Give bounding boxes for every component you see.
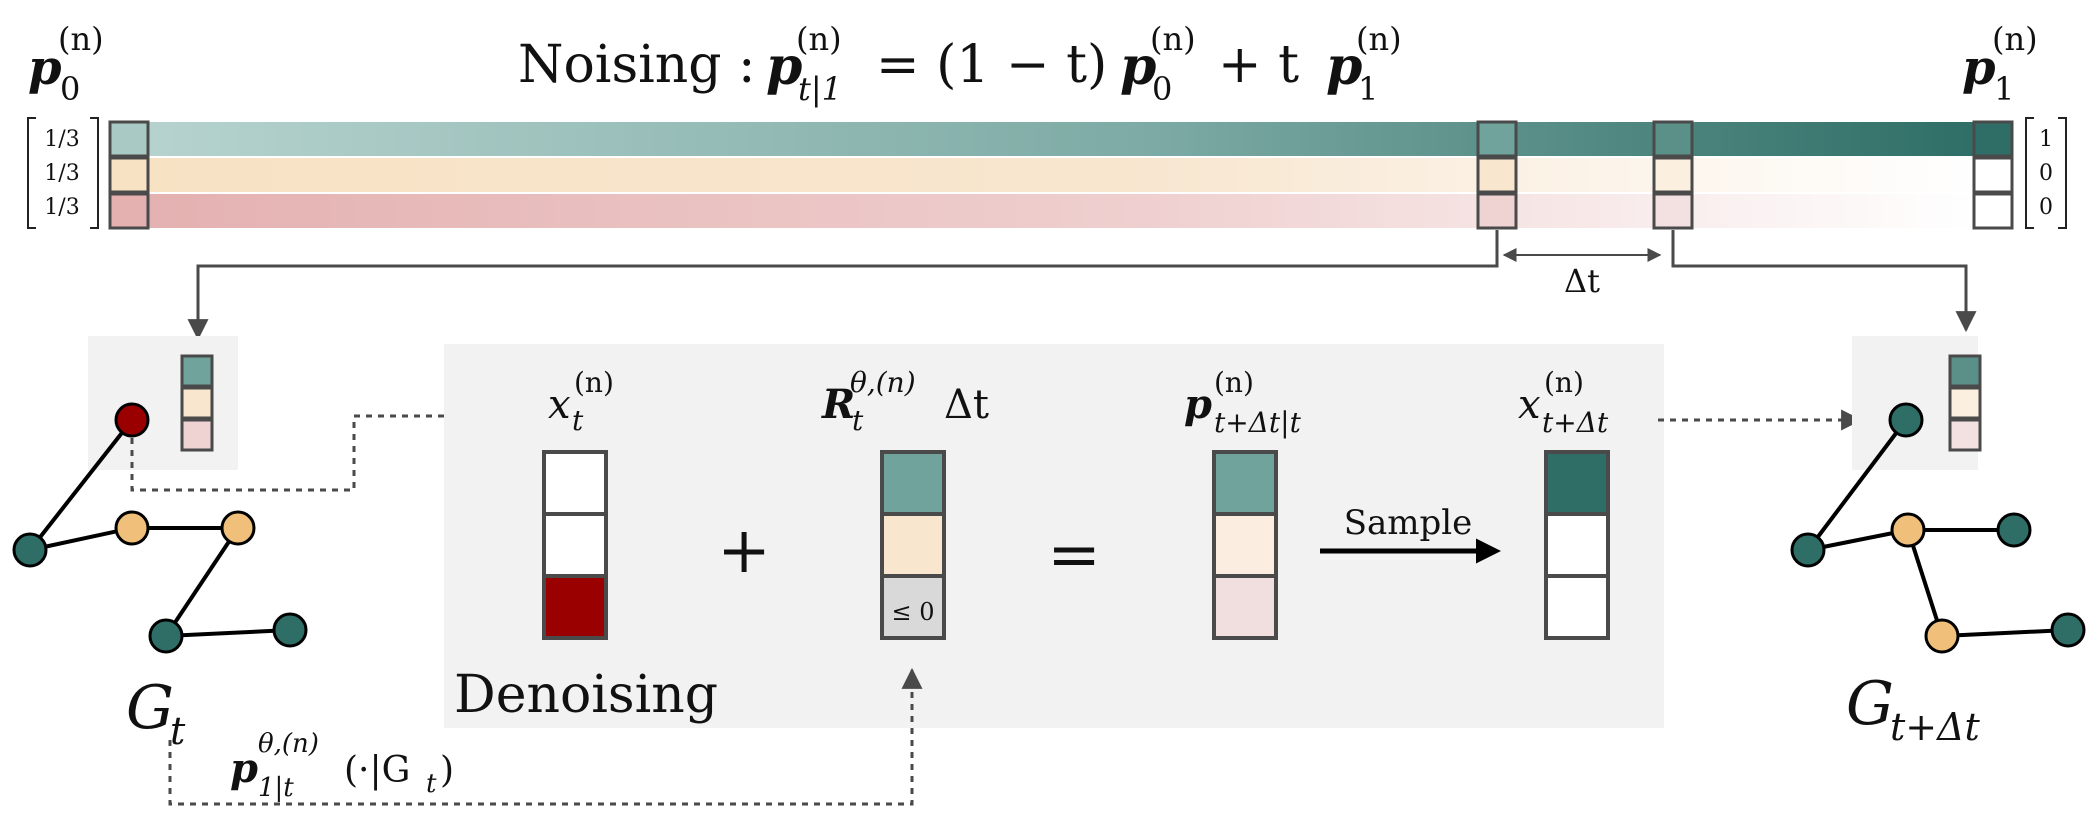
p0-entry-1: 1/3 [44, 127, 79, 152]
eq-lhs-symbol: p [766, 36, 802, 97]
model-pred-sup: θ,(n) [258, 729, 319, 759]
graph-node [1890, 512, 1926, 548]
rate-sub: t [852, 404, 864, 437]
eq-lhs-sup: (n) [796, 20, 842, 58]
eq-p1-symbol: p [1326, 36, 1362, 97]
p0-sub: 0 [60, 70, 80, 108]
sample-arrow: Sample [1320, 503, 1501, 564]
denoising-panel: Denoising x (n) t + R θ,(n) t Δt ≤ 0 = p… [444, 344, 1664, 728]
xt-sub: t [572, 404, 584, 437]
eq-p0-symbol: p [1120, 36, 1156, 97]
p0-symbol: p [28, 40, 62, 96]
rate-symbol: R [821, 381, 855, 428]
rate-nonpositive-label: ≤ 0 [891, 598, 934, 626]
sample-label: Sample [1344, 503, 1473, 543]
denoising-label: Denoising [454, 665, 718, 725]
model-pred-symbol: p [230, 745, 258, 792]
graph-right-symbol: G [1846, 669, 1894, 739]
p0-sup: (n) [58, 20, 104, 58]
pt-cells [1476, 120, 1518, 230]
delta-t-indicator: Δt [1502, 248, 1662, 300]
pnext-vector [1212, 450, 1278, 640]
graph-node [114, 402, 150, 438]
graph-node [220, 510, 256, 546]
connector-left [187, 230, 1499, 341]
p1-entry-3: 0 [2039, 195, 2053, 220]
p1-sub: 1 [1994, 70, 2014, 108]
xt-symbol: x [548, 382, 571, 428]
graph-right: G t+Δt [1790, 336, 2086, 749]
graph-node [1790, 532, 1826, 568]
pnext-sub: t+Δt|t [1214, 406, 1302, 439]
delta-t-label: Δt [1564, 262, 1600, 300]
p0-entry-2: 1/3 [44, 161, 79, 186]
peach-gradient-bar [110, 158, 1980, 192]
xnext-sup: (n) [1544, 366, 1584, 399]
eq-p1-sub: 1 [1358, 70, 1378, 108]
eq-p0-sub: 0 [1152, 70, 1172, 108]
graph-node [114, 510, 150, 546]
xnext-vector [1544, 450, 1610, 640]
graph-left-sub: t [170, 709, 186, 753]
p0-vector: 1/3 1/3 1/3 [27, 117, 99, 229]
noising-equation: Noising : p (n) t|1 = (1 − t) p (n) 0 + … [518, 20, 1402, 108]
pink-gradient-bar [110, 194, 1980, 228]
p1-vector: 1 0 0 [2025, 117, 2067, 229]
graph-node [1996, 512, 2032, 548]
graph-left-symbol: G [126, 673, 174, 743]
model-pred-sub: 1|t [258, 773, 294, 803]
p1-entry-1: 1 [2039, 127, 2053, 152]
xt-vector [542, 450, 608, 640]
eq-lhs-sub: t|1 [798, 70, 842, 108]
plus-sign: + [717, 514, 771, 588]
xt-sup: (n) [574, 366, 614, 399]
graph-left: G t [12, 336, 308, 753]
p1-sup: (n) [1992, 20, 2038, 58]
dotted-connector-model: p θ,(n) 1|t (·|G t ) [168, 667, 923, 806]
model-pred-arg-end: ) [440, 750, 454, 791]
eq-mid: = (1 − t) [876, 35, 1107, 95]
connector-right [1671, 230, 1977, 333]
graph-node [1888, 402, 1924, 438]
noising-gradient-bars [110, 122, 1980, 228]
noising-label: Noising : [518, 35, 756, 95]
p1-entry-2: 0 [2039, 161, 2053, 186]
graph-right-sub: t+Δt [1890, 705, 1981, 749]
graph-node [148, 618, 184, 654]
xnext-sub: t+Δt [1542, 406, 1609, 439]
equals-sign: = [1047, 518, 1101, 592]
pnext-sup: (n) [1214, 366, 1254, 399]
graph-node [272, 612, 308, 648]
xnext-symbol: x [1518, 382, 1541, 428]
p1-label: p (n) 1 [1962, 20, 2038, 108]
pnext-symbol: p [1184, 381, 1212, 428]
teal-gradient-bar [110, 122, 1980, 156]
eq-p0-sup: (n) [1150, 20, 1196, 58]
p1-cells [1972, 120, 2014, 230]
graph-node [1924, 618, 1960, 654]
p0-cells [108, 120, 150, 230]
model-pred-arg-sub: t [426, 769, 437, 799]
model-pred-arg: (·|G [344, 750, 410, 791]
p0-entry-3: 1/3 [44, 195, 79, 220]
denoising-panel-bg [444, 344, 1664, 728]
eq-plus-t: + t [1218, 35, 1299, 95]
eq-p1-sup: (n) [1356, 20, 1402, 58]
rate-suffix: Δt [944, 382, 989, 428]
rate-sup: θ,(n) [850, 366, 916, 399]
graph-node [12, 532, 48, 568]
p0-label: p (n) 0 [28, 20, 104, 108]
graph-node [2050, 612, 2086, 648]
pt-next-cells [1652, 120, 1694, 230]
rate-vector: ≤ 0 [880, 450, 946, 640]
p1-symbol: p [1962, 40, 1996, 96]
